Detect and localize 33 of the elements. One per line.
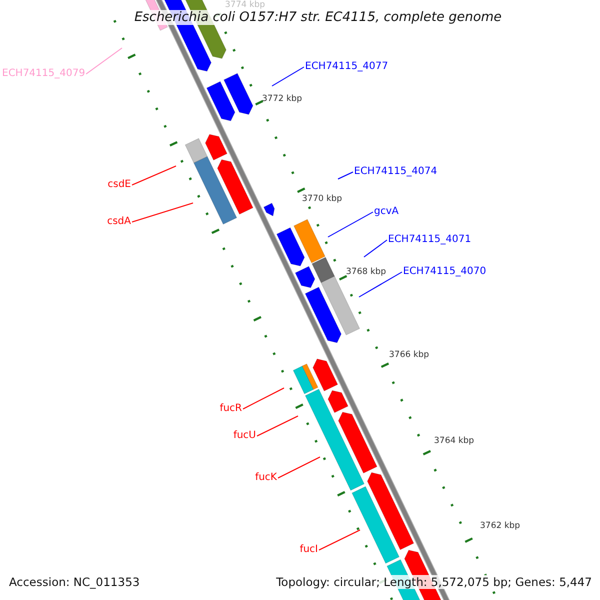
- gene-label: fucK: [255, 472, 277, 484]
- leader-line: [86, 48, 122, 74]
- leader-line: [132, 166, 176, 186]
- leader-line: [242, 388, 284, 410]
- gene-label: csdA: [107, 216, 131, 228]
- scale-label: 3770 kbp: [302, 194, 342, 204]
- gene-label: csdE: [108, 179, 131, 191]
- leader-line: [358, 272, 402, 298]
- leader-line: [278, 456, 320, 478]
- gene-label: ECH74115_4077: [305, 61, 388, 73]
- gene-label: gcvA: [374, 206, 399, 218]
- leader-line: [338, 172, 354, 180]
- leader-line: [256, 416, 298, 436]
- leader-line: [272, 66, 304, 86]
- leader-line: [328, 212, 374, 238]
- gene-label: fucU: [233, 430, 256, 442]
- scale-label: 3774 kbp: [225, 0, 266, 10]
- accession-text: Accession: NC_011353: [9, 575, 140, 589]
- gene-label: ECH74115_4074: [354, 166, 438, 178]
- scale-label: 3772 kbp: [262, 94, 302, 104]
- gene-label: ECH74115_4079: [2, 68, 86, 80]
- scale-label: 3762 kbp: [480, 521, 520, 531]
- gene-label: fucI: [300, 544, 318, 556]
- gene-label: ECH74115_4070: [403, 266, 486, 278]
- genome-summary-text: Topology: circular; Length: 5,572,075 bp; Genes: 5,447: [276, 575, 592, 589]
- scale-label: 3768 kbp: [346, 267, 386, 277]
- leader-line: [132, 202, 194, 222]
- gene-label: fucR: [220, 403, 242, 415]
- gene-label: ECH74115_4071: [388, 234, 472, 246]
- leader-line: [318, 530, 360, 550]
- leader-line: [364, 240, 388, 258]
- scale-label: 3764 kbp: [434, 436, 474, 446]
- scale-label: 3766 kbp: [389, 350, 430, 360]
